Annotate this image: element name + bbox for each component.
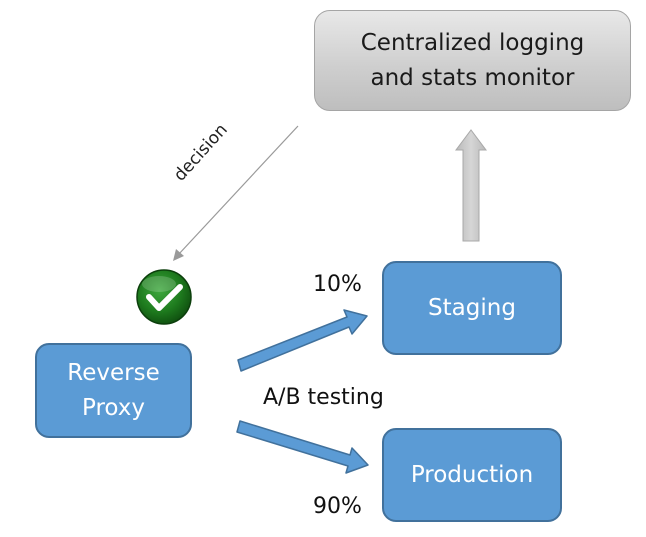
reverse-proxy-label: Reverse Proxy <box>67 359 160 421</box>
staging-box: Staging <box>382 261 562 355</box>
logging-monitor-label: Centralized logging and stats monitor <box>360 29 585 91</box>
production-label: Production <box>410 461 534 488</box>
production-traffic-arrow <box>236 420 369 474</box>
staging-label: Staging <box>428 294 516 321</box>
decision-arrow <box>173 125 299 261</box>
logging-up-arrow <box>455 129 487 242</box>
ab-testing-label: A/B testing <box>263 385 384 410</box>
logging-monitor-box: Centralized logging and stats monitor <box>314 10 631 111</box>
staging-percent-label: 10% <box>313 272 362 297</box>
production-percent-label: 90% <box>313 494 362 519</box>
reverse-proxy-box: Reverse Proxy <box>35 343 192 438</box>
check-circle-icon <box>136 269 192 325</box>
production-box: Production <box>382 428 562 522</box>
staging-traffic-arrow <box>237 309 368 372</box>
